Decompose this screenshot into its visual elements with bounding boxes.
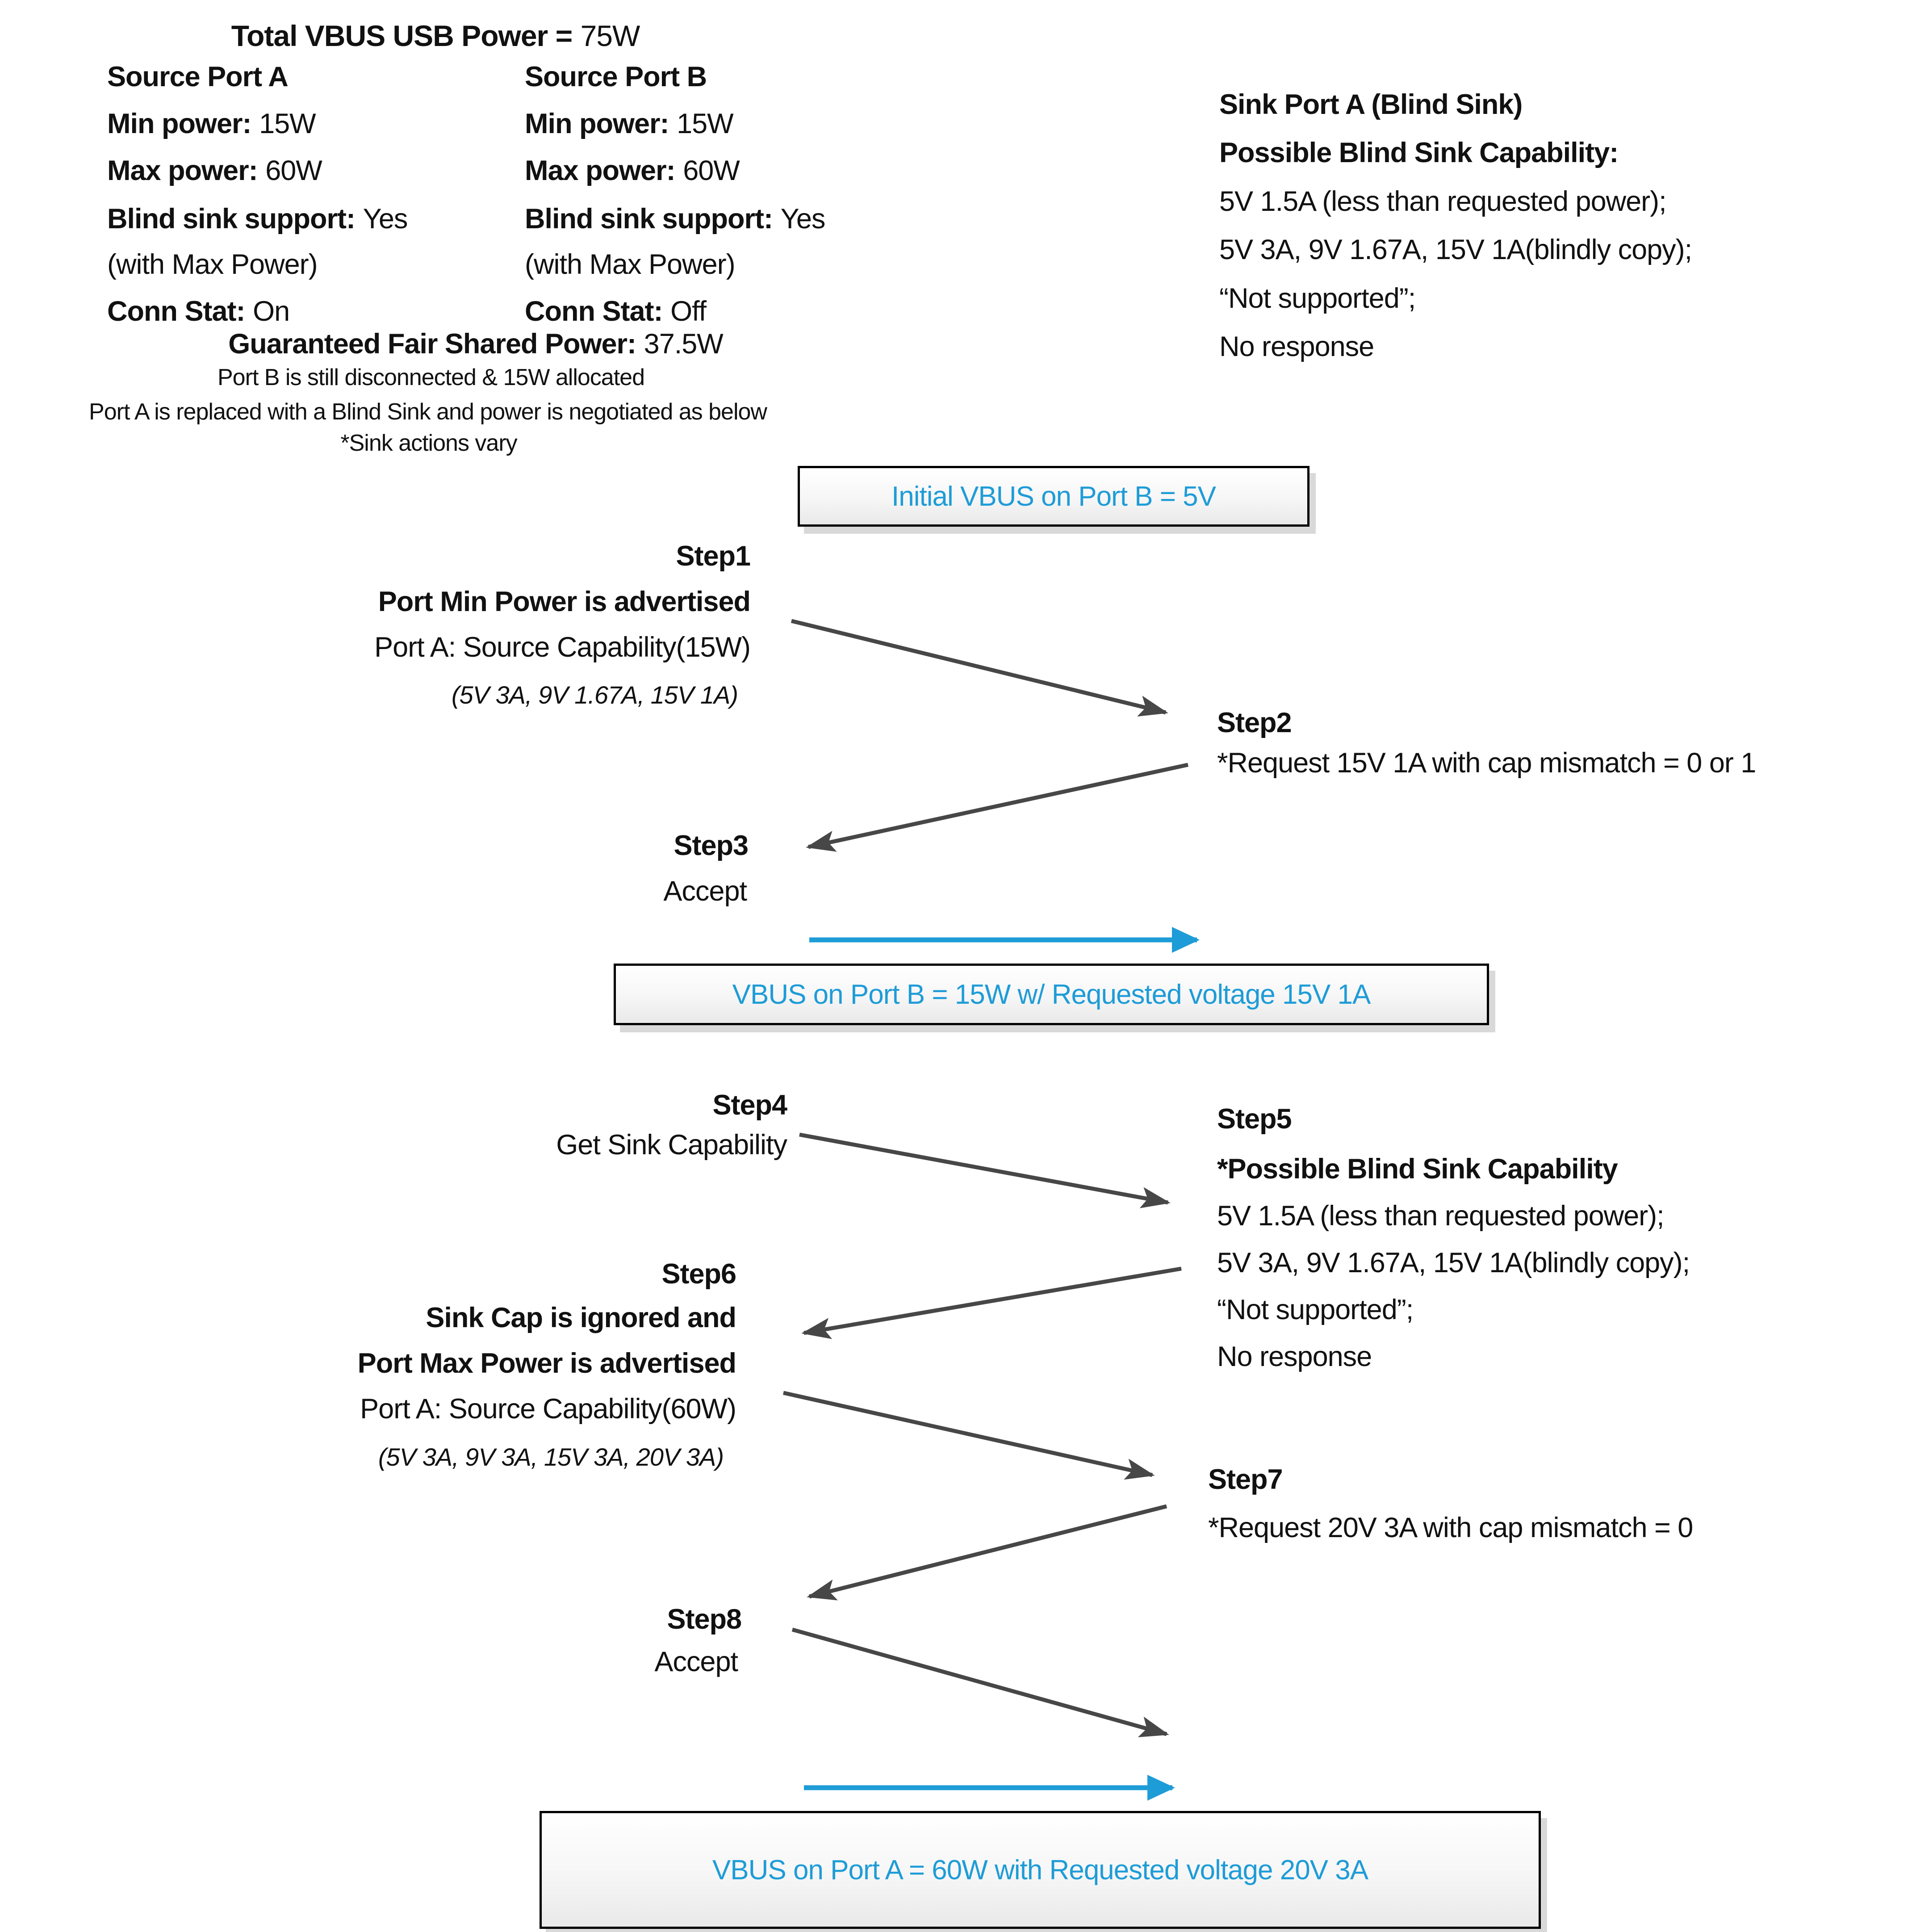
arrow-step1-to-step2 xyxy=(791,619,1168,717)
step8-title: Step8 xyxy=(667,1604,742,1635)
min-power-label: Min power: xyxy=(525,108,669,139)
banner-initial-vbus-text: Initial VBUS on Port B = 5V xyxy=(891,481,1216,512)
arrow-step7-to-step8 xyxy=(807,1504,1167,1601)
source-port-b-max-power: Max power:60W xyxy=(525,157,740,185)
source-port-a-conn-stat: Conn Stat: On xyxy=(107,296,290,327)
arrow-step6-to-step7 xyxy=(783,1391,1155,1480)
sink-capability-line: “Not supported”; xyxy=(1219,283,1416,314)
conn-stat-label: Conn Stat: xyxy=(525,296,663,327)
blind-sink-value: Yes xyxy=(780,203,826,235)
conn-stat-label: Conn Stat: xyxy=(107,296,245,327)
source-port-b-min-power: Min power: 15W xyxy=(525,108,734,139)
step4-line1: Get Sink Capability xyxy=(556,1129,787,1161)
arrow-step4-to-step5 xyxy=(799,1132,1171,1208)
step3-line1: Accept xyxy=(663,876,747,907)
source-port-b-title: Source Port B xyxy=(525,61,707,92)
banner-initial-vbus: Initial VBUS on Port B = 5V xyxy=(798,466,1310,527)
page-title-label: Total VBUS USB Power = xyxy=(231,19,573,52)
step8-line1: Accept xyxy=(654,1646,738,1677)
min-power-value: 15W xyxy=(677,108,734,139)
step1-title: Step1 xyxy=(676,541,751,572)
sink-capability-line: No response xyxy=(1219,331,1374,362)
step5-capability-line: “Not supported”; xyxy=(1217,1294,1414,1325)
step6-line1: Sink Cap is ignored and xyxy=(426,1302,736,1333)
sink-port-a-subtitle: Possible Blind Sink Capability: xyxy=(1219,137,1619,168)
arrow-step8-accept xyxy=(791,1627,1169,1737)
conn-stat-value: Off xyxy=(670,296,707,327)
max-power-value: 60W xyxy=(265,155,322,186)
conn-stat-value: On xyxy=(253,296,290,327)
page-title-value: 75W xyxy=(580,19,640,52)
source-port-a-blind-sink: Blind sink support:Yes xyxy=(107,203,408,235)
blind-sink-label: Blind sink support: xyxy=(525,203,773,235)
step5-capability-line: 5V 3A, 9V 1.67A, 15V 1A(blindly copy); xyxy=(1217,1247,1690,1278)
max-power-label: Max power: xyxy=(107,155,258,186)
step7-line1: *Request 20V 3A with cap mismatch = 0 xyxy=(1208,1512,1693,1543)
blind-sink-label: Blind sink support: xyxy=(107,203,356,235)
arrow-step2-to-step3 xyxy=(806,763,1188,852)
step3-title: Step3 xyxy=(674,830,749,861)
source-port-a-max-power: Max power:60W xyxy=(107,157,322,185)
source-port-b-blind-sink: Blind sink support:Yes xyxy=(525,205,825,233)
note-port-a-replaced: Port A is replaced with a Blind Sink and… xyxy=(89,399,767,425)
step2-title: Step2 xyxy=(1217,707,1292,738)
banner-vbus-port-a: VBUS on Port A = 60W with Requested volt… xyxy=(540,1811,1541,1929)
step6-line3: Port A: Source Capability(60W) xyxy=(360,1393,736,1425)
blind-sink-value: Yes xyxy=(363,203,408,235)
sink-port-a-title: Sink Port A (Blind Sink) xyxy=(1219,89,1523,120)
step7-title: Step7 xyxy=(1208,1464,1283,1495)
source-port-b-blind-note: (with Max Power) xyxy=(525,249,736,280)
step4-title: Step4 xyxy=(712,1090,787,1121)
note-sink-actions-vary: *Sink actions vary xyxy=(340,430,517,456)
step1-line3: (5V 3A, 9V 1.67A, 15V 1A) xyxy=(451,681,738,709)
source-port-a-min-power: Min power: 15W xyxy=(107,110,316,138)
step6-line2: Port Max Power is advertised xyxy=(357,1348,736,1379)
step1-line1: Port Min Power is advertised xyxy=(378,586,751,617)
step5-line1: *Possible Blind Sink Capability xyxy=(1217,1153,1618,1185)
step6-line4: (5V 3A, 9V 3A, 15V 3A, 20V 3A) xyxy=(378,1443,724,1471)
source-port-b-conn-stat: Conn Stat:Off xyxy=(525,296,707,327)
shared-power-value: 37.5W xyxy=(644,328,724,360)
min-power-label: Min power: xyxy=(107,108,251,139)
max-power-label: Max power: xyxy=(525,155,676,186)
step2-line1: *Request 15V 1A with cap mismatch = 0 or… xyxy=(1217,747,1756,779)
source-port-a-title: Source Port A xyxy=(107,61,289,92)
sink-capability-line: 5V 3A, 9V 1.67A, 15V 1A(blindly copy); xyxy=(1219,234,1692,265)
arrow-step5-to-step6 xyxy=(801,1266,1182,1339)
note-port-b-disconnected: Port B is still disconnected & 15W alloc… xyxy=(217,365,645,390)
banner-vbus-port-b-text: VBUS on Port B = 15W w/ Requested voltag… xyxy=(732,979,1371,1010)
step5-title: Step5 xyxy=(1217,1103,1292,1135)
step5-capability-line: 5V 1.5A (less than requested power); xyxy=(1217,1200,1665,1232)
page-title: Total VBUS USB Power =75W xyxy=(231,21,640,50)
step1-line2: Port A: Source Capability(15W) xyxy=(374,632,751,663)
max-power-value: 60W xyxy=(683,155,740,186)
min-power-value: 15W xyxy=(259,108,316,139)
shared-power-line: Guaranteed Fair Shared Power:37.5W xyxy=(228,328,724,360)
source-port-a-blind-note: (with Max Power) xyxy=(107,249,318,280)
step6-title: Step6 xyxy=(661,1258,736,1290)
banner-vbus-port-b: VBUS on Port B = 15W w/ Requested voltag… xyxy=(614,964,1489,1025)
step5-capability-line: No response xyxy=(1217,1341,1372,1372)
shared-power-label: Guaranteed Fair Shared Power: xyxy=(228,328,636,360)
sink-capability-line: 5V 1.5A (less than requested power); xyxy=(1219,186,1667,217)
banner-vbus-port-a-text: VBUS on Port A = 60W with Requested volt… xyxy=(712,1854,1368,1886)
